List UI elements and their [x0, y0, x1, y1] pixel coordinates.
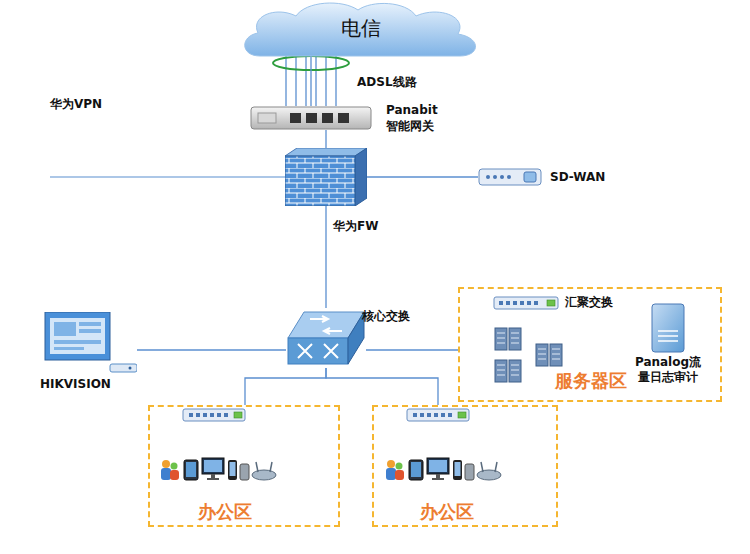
network-link	[366, 349, 458, 350]
link-label: ADSL线路	[357, 74, 417, 90]
node-label: 华为FW	[333, 218, 378, 234]
network-link	[325, 206, 326, 308]
node-label: Panalog流量日志审计	[632, 355, 704, 385]
network-link	[325, 130, 326, 148]
network-link	[245, 368, 326, 405]
aggregation-node: 汇聚交换	[493, 296, 559, 310]
sdwan-node: SD-WAN	[478, 168, 542, 186]
office-switches	[183, 409, 469, 421]
node-label: HIKVISION	[40, 376, 111, 392]
gateway-device	[250, 106, 372, 130]
zone-title: 服务器区	[555, 370, 627, 392]
zone-title: 办公区	[198, 501, 252, 523]
core-switch-node: 核心交换	[286, 308, 366, 368]
sdwan-device	[478, 168, 542, 186]
log-server-node: Panalog流量日志审计	[650, 303, 686, 353]
server-racks	[495, 328, 562, 382]
vpn-line	[50, 176, 285, 177]
network-link	[326, 368, 438, 405]
network-link	[137, 349, 286, 350]
aggregation-switch	[493, 296, 559, 310]
node-label: 电信	[238, 16, 483, 40]
core-switch	[286, 308, 366, 368]
zone-title: 办公区	[420, 501, 474, 523]
log-server	[650, 303, 686, 353]
office-devices	[161, 458, 501, 480]
node-label: 核心交换	[362, 308, 410, 324]
firewall-wall	[285, 148, 367, 206]
office-zone: 办公区	[372, 405, 558, 527]
link-label: 华为VPN	[50, 96, 102, 112]
cloud-node: 电信	[238, 0, 483, 62]
camera-screen	[42, 312, 137, 374]
server-zone: 服务器区 汇聚交换 Panalog流量日志审计	[458, 287, 722, 402]
camera-node: HIKVISION	[42, 312, 137, 374]
node-label: SD-WAN	[550, 169, 605, 185]
office-zone: 办公区	[148, 405, 340, 527]
firewall-node: 华为FW	[285, 148, 367, 206]
network-link	[367, 176, 478, 177]
node-label: Panabit 智能网关	[386, 102, 452, 134]
gateway-node: Panabit 智能网关	[250, 106, 372, 130]
network-link	[310, 55, 311, 106]
node-label: 汇聚交换	[565, 294, 613, 310]
